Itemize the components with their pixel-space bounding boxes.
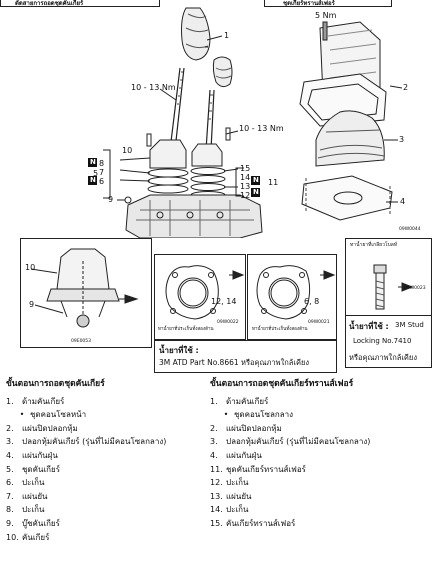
detail-panel-gasket-12-14: 12, 14 ทาน้ำยาที่ประเก็นทั้งสองด้าน 09W0… <box>154 254 246 340</box>
shift-boot <box>315 110 385 167</box>
header-banner-right-text: ชุดเกียร์ทรานส์เฟอร์ <box>283 0 335 7</box>
sealant-right-line3: หรือคุณภาพใกล้เคียง <box>349 353 417 362</box>
sealant-right-line2: Locking No.7410 <box>353 337 412 345</box>
torque-label-5nm: 5 Nm <box>315 11 337 20</box>
panel4-caption: ทาน้ำยาที่เกลียวโบลท์ <box>350 242 398 248</box>
sealant-right-line1: 3M Stud <box>395 321 424 329</box>
list-item: 3.ปลอกหุ้มคันเกียร์ (รุ่นที่ไม่มีคอนโซลก… <box>6 437 167 447</box>
callout-4: 4 <box>400 197 406 206</box>
panel2-label: 12, 14 <box>211 297 237 306</box>
header-banner-left: ตัดสายการถอดชุดคันเกียร์ <box>0 0 160 7</box>
torque-label-left: 10 - 13 Nm <box>131 83 176 92</box>
console-plate <box>299 73 387 127</box>
list-item: 3.ปลอกหุ้มคันเกียร์ (รุ่นที่ไม่มีคอนโซลก… <box>210 437 371 447</box>
sealant-box-right: น้ำยาที่ใช้ : 3M Stud Locking No.7410 หร… <box>345 315 432 368</box>
panel1-callout-9: 9 <box>29 300 35 309</box>
sealant-left-label: น้ำยาที่ใช้ : <box>159 346 199 355</box>
dust-plate <box>301 175 393 221</box>
shift-knob-right <box>212 56 233 88</box>
sealant-box-left: น้ำยาที่ใช้ : 3M ATD Part No.8661 หรือคุ… <box>154 340 337 373</box>
panel3-label: 6, 8 <box>304 297 320 306</box>
shift-rod-right <box>205 89 215 151</box>
list-item: 13.แผ่นยัน <box>210 491 252 501</box>
callout-1: 1 <box>224 31 230 40</box>
list-item: 8.ปะเก็น <box>6 505 45 515</box>
panel2-ref-code: 09W0022 <box>217 320 239 325</box>
callout-7: 7 <box>99 168 105 177</box>
list-item: 14.ปะเก็น <box>210 505 249 515</box>
list-item: 2.แผ่นปิดปลอกหุ้ม <box>6 423 78 433</box>
panel1-ref-code: 09E0053 <box>71 339 92 344</box>
list-item: 1.ด้ามคันเกียร์ <box>6 396 65 406</box>
sealant-left-text: 3M ATD Part No.8661 หรือคุณภาพใกล้เคียง <box>159 358 310 367</box>
list-item: 6.ปะเก็น <box>6 478 45 488</box>
sealant-right-label: น้ำยาที่ใช้ : <box>349 322 389 331</box>
panel3-caption: ทาน้ำยาที่ประเก็นทั้งสองด้าน <box>252 327 308 332</box>
list-item: 4.แผ่นกันฝุ่น <box>6 450 58 460</box>
n-marker-3: N <box>253 176 259 184</box>
callout-3: 3 <box>399 135 405 144</box>
callout-6: 6 <box>99 177 105 186</box>
detail-panel-bolt: ทาน้ำยาที่เกลียวโบลท์ 09W0023 น้ำยาที่ใช… <box>345 238 432 368</box>
steps-left-heading: ขั้นตอนการถอดชุดคันเกียร์ <box>6 379 105 389</box>
list-item: 7.แผ่นยัน <box>6 491 48 501</box>
callout-9: 9 <box>108 195 114 204</box>
header-banner-left-text: ตัดสายการถอดชุดคันเกียร์ <box>15 0 84 7</box>
callout-12: 12 <box>240 191 251 200</box>
removal-steps-transfer-lever: ขั้นตอนการถอดชุดคันเกียร์ทรานส์เฟอร์ 1.ด… <box>210 378 446 531</box>
panel3-ref-code: 09W0021 <box>308 320 330 325</box>
callout-15: 15 <box>240 164 251 173</box>
list-item: 5.ชุดคันเกียร์ <box>6 464 61 474</box>
callout-8: 8 <box>99 159 105 168</box>
panel1-callout-10: 10 <box>25 263 36 272</box>
list-item: 15.คันเกียร์ทรานส์เฟอร์ <box>210 518 296 528</box>
removal-steps-shift-lever: ขั้นตอนการถอดชุดคันเกียร์ 1.ด้ามคันเกียร… <box>6 378 206 544</box>
callout-13: 13 <box>240 182 251 191</box>
torque-label-right: 10 - 13 Nm <box>239 124 284 133</box>
detail-panel-lever: 10 9 09E0053 <box>20 238 152 348</box>
panel2-caption: ทาน้ำยาที่ประเก็นทั้งสองด้าน <box>158 327 214 332</box>
list-item: 11.ชุดคันเกียร์ทรานส์เฟอร์ <box>210 464 306 474</box>
list-item: •ชุดคอนโซลกลาง <box>223 410 294 420</box>
exploded-shift-lever-diagram <box>88 7 403 238</box>
detail-panel-gasket-6-8: 6, 8 ทาน้ำยาที่ประเก็นทั้งสองด้าน 09W002… <box>247 254 337 340</box>
steps-right-heading: ขั้นตอนการถอดชุดคันเกียร์ทรานส์เฟอร์ <box>210 379 354 389</box>
list-item: 4.แผ่นกันฝุ่น <box>210 450 262 460</box>
shift-rod-left <box>169 67 185 151</box>
callout-10: 10 <box>122 146 133 155</box>
lever-assembly-right <box>191 143 223 167</box>
n-marker-2: N <box>90 176 96 184</box>
list-item: 9.บู๊ชคันเกียร์ <box>6 518 60 528</box>
lever-assembly-left <box>149 139 187 169</box>
callout-2: 2 <box>403 83 409 92</box>
list-item: 2.แผ่นปิดปลอกหุ้ม <box>210 423 282 433</box>
list-item: 1.ด้ามคันเกียร์ <box>210 396 269 406</box>
transmission-housing <box>125 194 263 238</box>
n-marker-4: N <box>253 188 259 196</box>
callout-11: 11 <box>268 178 279 187</box>
diagram-ref-code: 09W0044 <box>399 227 421 232</box>
list-item: 10.คันเกียร์ <box>6 532 50 542</box>
callout-5: 5 <box>93 169 99 178</box>
list-item: •ชุดคอนโซลหน้า <box>19 410 87 420</box>
list-item: 12.ปะเก็น <box>210 478 249 488</box>
n-marker-1: N <box>90 158 96 166</box>
panel4-ref-code: 09W0023 <box>404 286 426 291</box>
n-marker-group <box>88 158 260 197</box>
header-banner-right: ชุดเกียร์ทรานส์เฟอร์ <box>264 0 392 7</box>
callout-14: 14 <box>240 173 251 182</box>
